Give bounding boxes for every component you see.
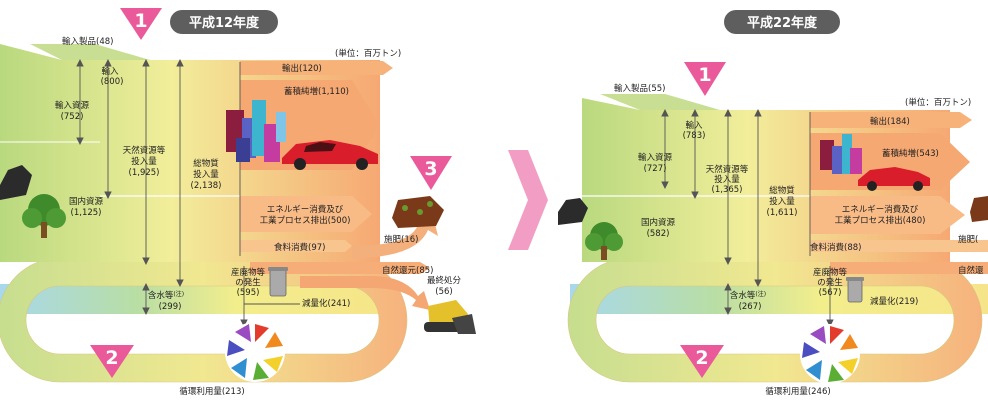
natural-input-label: 天然資源等投入量(1,925)	[123, 145, 166, 178]
tree-icon	[0, 165, 66, 238]
exports-label: 輸出(184)	[870, 116, 910, 127]
natural-return-label: 自然還元(85)	[382, 265, 433, 276]
tree-icon	[558, 198, 623, 260]
trash-can-icon	[268, 267, 288, 297]
recycle-wheel-icon	[800, 324, 860, 384]
year-badge	[170, 10, 278, 34]
natural-return-label: 自然還	[958, 265, 984, 276]
exports-arrow	[240, 61, 393, 75]
compost-icon	[970, 196, 988, 222]
recycle-loop	[567, 257, 983, 383]
imports-label: 輸入(783)	[683, 120, 706, 141]
food-arrow	[240, 240, 352, 252]
marker-3	[410, 156, 452, 190]
marker-2	[90, 345, 134, 378]
domestic-resources-label: 国内資源(582)	[641, 217, 676, 239]
water-label: 含水等(注)(267)	[730, 290, 766, 312]
buildings-icon	[820, 134, 862, 174]
year-badge	[724, 10, 840, 34]
left-panel: 1 2 3 平成12年度 (単位：百万トン) 輸入製品(48) 輸入(800) …	[0, 8, 476, 397]
bulldozer-icon	[424, 300, 476, 334]
marker-2	[680, 345, 724, 378]
trash-can-icon	[846, 277, 864, 303]
exports-label: 輸出(120)	[282, 63, 322, 74]
import-resources-label: 輸入資源(727)	[638, 152, 673, 174]
marker-2-label: 2	[695, 347, 708, 369]
total-input-label: 総物質投入量(2,138)	[191, 158, 222, 191]
marker-3-label: 3	[424, 158, 437, 180]
year-label: 平成12年度	[189, 15, 260, 31]
import-products-flow	[600, 94, 720, 110]
marker-1	[120, 8, 162, 40]
energy-label: エネルギー消費及び工業プロセス排出(480)	[835, 204, 926, 226]
waste-label: 産廃物等の発生(595)	[231, 267, 266, 298]
food-arrow	[810, 240, 988, 252]
exports-arrow	[810, 112, 972, 128]
compost-icon	[392, 196, 444, 228]
reduction-label: 減量化(219)	[870, 296, 918, 307]
water-band	[570, 284, 988, 314]
reduction-label: 減量化(241)	[302, 298, 350, 309]
food-label: 食料消費(88)	[810, 242, 861, 253]
recycle-wheel-icon	[225, 322, 285, 382]
year-label: 平成22年度	[747, 15, 818, 31]
imports-label: 輸入(800)	[101, 66, 124, 87]
bracket-arrows	[76, 58, 300, 328]
import-products-flow	[30, 44, 150, 60]
final-disposal-arrow	[300, 276, 430, 310]
total-input-label: 総物質投入量(1,611)	[767, 185, 798, 218]
water-label: 含水等(注)(299)	[148, 290, 184, 312]
bracket-arrows	[661, 108, 834, 328]
transition-arrow-icon	[508, 150, 548, 250]
marker-1	[684, 62, 726, 96]
final-disposal-label: 最終処分(56)	[427, 275, 462, 297]
marker-2-label: 2	[105, 347, 118, 369]
water-band	[0, 284, 395, 314]
stock-label: 蓄積純増(1,110)	[284, 86, 349, 97]
food-label: 食料消費(97)	[274, 242, 325, 253]
buildings-icon	[226, 100, 286, 162]
natural-return-arrow	[830, 262, 988, 274]
fertilizer-label: 施肥(	[958, 234, 978, 245]
recycle-label: 循環利用量(213)	[179, 386, 244, 397]
recycle-label: 循環利用量(246)	[765, 386, 830, 397]
unit-label: (単位：百万トン)	[335, 48, 401, 59]
natural-return-arrow	[250, 262, 430, 274]
stock-label: 蓄積純増(543)	[882, 148, 939, 159]
marker-1-label: 1	[698, 64, 711, 86]
domestic-resources-label: 国内資源(1,125)	[69, 196, 104, 218]
marker-1-label: 1	[134, 10, 147, 32]
energy-label: エネルギー消費及び工業プロセス排出(500)	[260, 204, 351, 226]
car-icon	[858, 167, 930, 191]
natural-input-label: 天然資源等投入量(1,365)	[706, 164, 749, 195]
fertilizer-label: 施肥(16)	[384, 234, 418, 245]
import-products-label: 輸入製品(48)	[62, 36, 113, 47]
energy-arrow	[240, 196, 372, 232]
unit-label: (単位：百万トン)	[905, 97, 971, 108]
right-panel: 1 2 平成22年度 (単位：百万トン) 輸入製品(55) 輸入(783) 輸入…	[558, 10, 988, 397]
car-icon	[282, 140, 378, 170]
waste-label: 産廃物等の発生(567)	[813, 267, 848, 298]
energy-arrow	[810, 196, 965, 234]
import-products-label: 輸入製品(55)	[614, 83, 665, 94]
import-resources-label: 輸入資源(752)	[55, 100, 90, 122]
